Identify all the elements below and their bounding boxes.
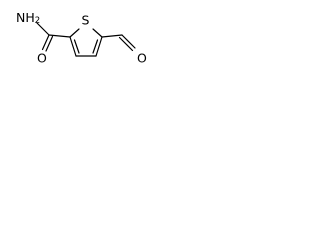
bond-ring-c5-c4 — [95, 36, 103, 57]
atom-ring-sulfur: S — [82, 13, 90, 28]
bond-cho-o-double-1 — [121, 34, 136, 49]
bond-c5-cho — [101, 34, 123, 38]
bond-ring-c4-c5-inner — [92, 39, 99, 54]
structure-diagram: NH2 S O O — [16, 10, 147, 66]
bond-ring-c2-c3-inner — [73, 39, 80, 54]
bond-ring-c3-c2 — [69, 36, 77, 57]
bond-c-o-double-1 — [41, 34, 50, 51]
atom-amide-oxygen: O — [37, 51, 47, 66]
bond-cho-o-double-2 — [118, 36, 134, 52]
bond-ring-s-c5 — [92, 28, 103, 38]
bond-c-n — [36, 22, 50, 36]
bond-ring-c2-s — [69, 28, 80, 38]
atom-amide-nitrogen: NH2 — [16, 10, 40, 27]
bond-c-ring-c2 — [48, 34, 71, 38]
bond-c-o-double-2 — [45, 35, 54, 52]
atom-aldehyde-oxygen: O — [137, 51, 147, 66]
